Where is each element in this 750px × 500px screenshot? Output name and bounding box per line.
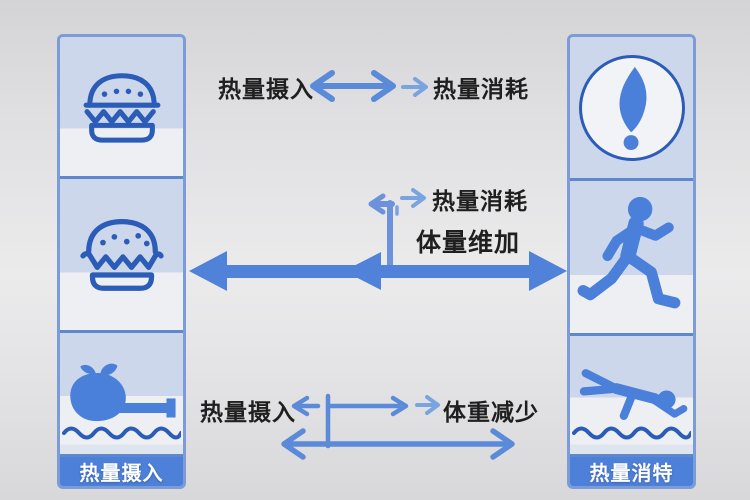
top-relation-right-label: 热量消耗	[433, 76, 529, 102]
apple-icon	[69, 363, 176, 422]
top-relation-left-label: 热量摄入	[218, 76, 314, 102]
bottom-small-right-arrow-icon	[415, 395, 440, 415]
bottom-tick-right-arrow-icon	[325, 393, 409, 449]
bottom-small-left-arrow-icon	[291, 395, 321, 417]
flame-icon	[619, 66, 646, 150]
intake-column: 热量摄入	[57, 34, 186, 489]
bottom-long-double-arrow-icon	[281, 428, 515, 460]
burn-column: 热量消特	[567, 34, 696, 489]
bottom-relation-right-label: 体重减少	[443, 399, 539, 425]
swimmer-icon	[579, 368, 687, 420]
middle-relation-line2-label: 体量维加	[416, 229, 521, 257]
burn-column-label: 热量消特	[570, 457, 693, 486]
intake-column-label: 热量摄入	[60, 457, 183, 486]
burn-cell-runner	[570, 181, 693, 336]
intake-cell-burger-1	[60, 37, 183, 180]
water-wave-icon	[62, 426, 181, 440]
top-double-arrow-icon	[310, 70, 396, 102]
intake-cell-burger-2	[60, 179, 183, 333]
bottom-relation-left-label: 热量摄入	[200, 399, 296, 425]
water-wave-icon	[572, 426, 691, 440]
middle-connector-arrow-icon	[368, 193, 399, 273]
top-small-right-arrow-icon	[401, 77, 428, 97]
intake-cell-apple	[60, 332, 183, 457]
burger-icon	[79, 219, 164, 292]
middle-small-right-arrow-icon	[400, 188, 426, 208]
flame-circle	[578, 54, 685, 161]
burn-cell-flame	[570, 37, 693, 182]
runner-icon	[577, 196, 680, 309]
burger-icon	[83, 72, 160, 143]
middle-relation-line1-label: 热量消耗	[432, 188, 528, 214]
burn-cell-swimmer	[570, 335, 693, 457]
